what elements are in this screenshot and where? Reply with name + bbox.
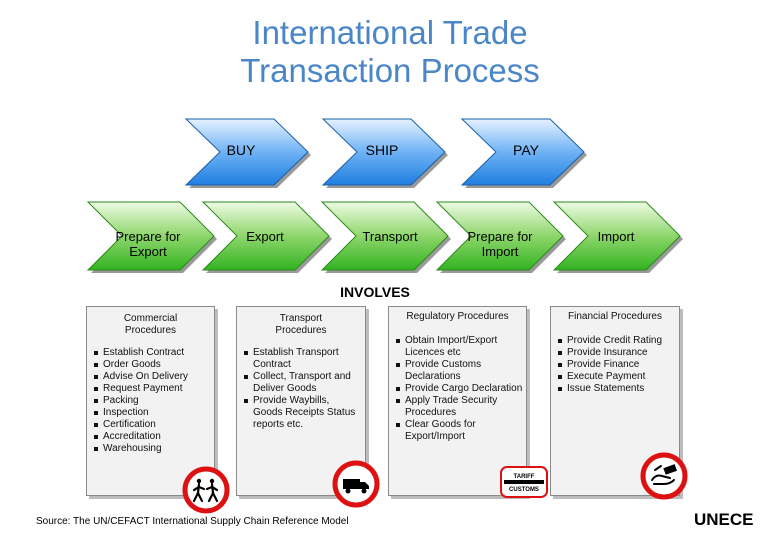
list-item: Provide Waybills, Goods Receipts Status … bbox=[243, 395, 361, 431]
step-label-transport: Transport bbox=[362, 229, 418, 244]
page-title: International Trade Transaction Process bbox=[0, 14, 780, 90]
step-chevron-import bbox=[552, 201, 683, 273]
list-item: Provide Cargo Declaration bbox=[395, 383, 523, 395]
step-label-prepare-import: Prepare for Import bbox=[467, 229, 533, 259]
list-item: Order Goods bbox=[93, 359, 211, 371]
payment-hand-icon bbox=[640, 452, 688, 500]
phase-label-pay: PAY bbox=[513, 142, 539, 158]
process-chevrons bbox=[86, 118, 683, 273]
list-item: Advise On Delivery bbox=[93, 371, 211, 383]
phase-label-ship: SHIP bbox=[365, 142, 399, 158]
list-item: Obtain Import/Export Licences etc bbox=[395, 335, 523, 359]
list-item: Apply Trade Security Procedures bbox=[395, 395, 523, 419]
list-item: Certification bbox=[93, 419, 211, 431]
list-item: Provide Customs Declarations bbox=[395, 359, 523, 383]
box-title-commercial: Commercial Procedures bbox=[123, 313, 178, 336]
step-chevron-prepare-import bbox=[435, 201, 566, 273]
people-walking-icon bbox=[182, 466, 230, 514]
title-line-2: Transaction Process bbox=[240, 52, 540, 89]
step-chevron-export bbox=[201, 201, 332, 273]
box-title-transport: Transport Procedures bbox=[275, 313, 327, 336]
box-title-regulatory: Regulatory Procedures bbox=[406, 311, 509, 322]
phase-chevron-buy bbox=[184, 118, 311, 188]
list-item: Inspection bbox=[93, 407, 211, 419]
transport-procedures-list: Establish Transport Contract Collect, Tr… bbox=[243, 347, 361, 431]
unece-brand: UNECE bbox=[694, 510, 754, 529]
customs-sign-bottom-text: CUSTOMS bbox=[509, 487, 539, 493]
customs-sign-icon: TARIFF CUSTOMS bbox=[500, 466, 548, 498]
step-label-export: Export bbox=[246, 229, 284, 244]
regulatory-procedures-list: Obtain Import/Export Licences etc Provid… bbox=[395, 335, 523, 443]
title-line-1: International Trade bbox=[252, 14, 528, 51]
customs-sign-top-text: TARIFF bbox=[514, 474, 535, 480]
step-label-import: Import bbox=[597, 229, 635, 244]
step-chevron-transport bbox=[320, 201, 451, 273]
list-item: Establish Contract bbox=[93, 347, 211, 359]
list-item: Execute Payment bbox=[557, 371, 675, 383]
phase-chevron-pay bbox=[460, 118, 587, 188]
commercial-procedures-box: Commercial Procedures Establish Contract… bbox=[86, 306, 215, 496]
list-item: Issue Statements bbox=[557, 383, 675, 395]
commercial-procedures-list: Establish Contract Order Goods Advise On… bbox=[93, 347, 211, 455]
financial-procedures-list: Provide Credit Rating Provide Insurance … bbox=[557, 335, 675, 395]
list-item: Warehousing bbox=[93, 443, 211, 455]
list-item: Collect, Transport and Deliver Goods bbox=[243, 371, 361, 395]
list-item: Accreditation bbox=[93, 431, 211, 443]
list-item: Provide Finance bbox=[557, 359, 675, 371]
list-item: Provide Credit Rating bbox=[557, 335, 675, 347]
list-item: Request Payment bbox=[93, 383, 211, 395]
phase-chevron-ship bbox=[321, 118, 448, 188]
list-item: Clear Goods for Export/Import bbox=[395, 419, 523, 443]
source-citation: Source: The UN/CEFACT International Supp… bbox=[36, 516, 349, 527]
step-label-prepare-export: Prepare for Export bbox=[115, 229, 181, 259]
truck-icon bbox=[332, 460, 380, 508]
list-item: Packing bbox=[93, 395, 211, 407]
phase-label-buy: BUY bbox=[226, 142, 256, 158]
step-chevron-prepare-export bbox=[86, 201, 217, 273]
regulatory-procedures-box: Regulatory Procedures Obtain Import/Expo… bbox=[388, 306, 527, 496]
list-item: Establish Transport Contract bbox=[243, 347, 361, 371]
list-item: Provide Insurance bbox=[557, 347, 675, 359]
box-title-financial: Financial Procedures bbox=[568, 311, 662, 322]
involves-label: INVOLVES bbox=[340, 284, 410, 300]
